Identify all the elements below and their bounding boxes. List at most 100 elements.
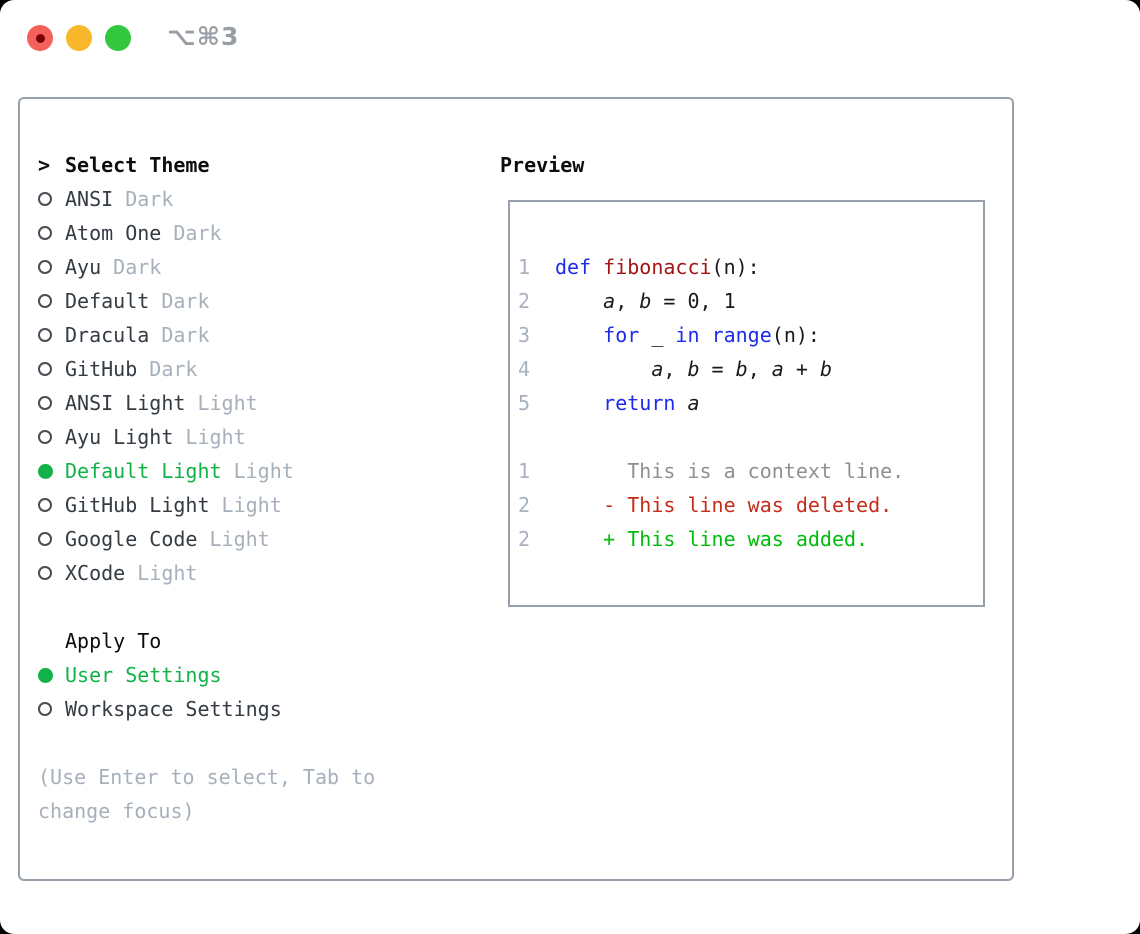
theme-variant: Dark <box>101 255 162 279</box>
code-token-plain: , <box>747 357 772 381</box>
code-token-plain: = <box>699 357 736 381</box>
code-token-plain <box>555 357 651 381</box>
theme-item-ansi[interactable]: ANSI Dark <box>38 182 375 216</box>
spacer-row <box>38 590 375 624</box>
code-token-variable: b <box>639 289 652 313</box>
code-token-plain <box>555 323 603 347</box>
code-token-variable: b <box>687 357 700 381</box>
theme-item-ayu[interactable]: Ayu Dark <box>38 250 375 284</box>
focus-cursor-cell: > <box>38 155 65 175</box>
theme-name: Ayu <box>65 255 102 279</box>
radio-icon <box>38 702 52 716</box>
theme-item-ayu-light[interactable]: Ayu Light Light <box>38 420 375 454</box>
theme-variant: Light <box>209 493 282 517</box>
theme-variant: Light <box>173 425 246 449</box>
code-token-variable: a <box>603 289 616 313</box>
radio-cell <box>38 396 65 410</box>
line-number: 4 <box>518 357 531 381</box>
theme-item-default-light[interactable]: Default Light Light <box>38 454 375 488</box>
code-token-variable: b <box>819 357 832 381</box>
diff-line-deleted: 2 - This line was deleted. <box>518 488 983 522</box>
line-number: 2 <box>518 289 531 313</box>
theme-item-ansi-light[interactable]: ANSI Light Light <box>38 386 375 420</box>
line-number: 1 <box>518 255 531 279</box>
radio-selected-icon <box>38 667 53 683</box>
traffic-light-close-button[interactable] <box>27 25 53 51</box>
theme-variant: Dark <box>149 289 210 313</box>
code-token-keyword: range <box>711 323 772 347</box>
theme-item-github[interactable]: GitHub Dark <box>38 352 375 386</box>
code-token-keyword: return <box>603 391 676 415</box>
theme-name: Default Light <box>65 459 222 483</box>
theme-item-github-light[interactable]: GitHub Light Light <box>38 488 375 522</box>
traffic-light-minimize-button[interactable] <box>66 25 92 51</box>
theme-item-dracula[interactable]: Dracula Dark <box>38 318 375 352</box>
theme-name: GitHub <box>65 357 138 381</box>
apply-option-label: User Settings <box>65 663 222 687</box>
theme-name: Ayu Light <box>65 425 174 449</box>
theme-item-xcode[interactable]: XCode Light <box>38 556 375 590</box>
theme-name: GitHub Light <box>65 493 210 517</box>
help-text-line-2: change focus) <box>38 799 195 823</box>
radio-icon <box>38 260 52 274</box>
code-token-plain <box>700 323 712 347</box>
radio-icon <box>38 566 52 580</box>
theme-variant: Dark <box>113 187 174 211</box>
apply-option-workspace-settings[interactable]: Workspace Settings <box>38 692 375 726</box>
radio-cell <box>38 498 65 512</box>
radio-cell <box>38 192 65 206</box>
radio-icon <box>38 328 52 342</box>
diff-line-added: 2 + This line was added. <box>518 522 983 556</box>
help-text-line-1: (Use Enter to select, Tab to <box>38 765 376 789</box>
blank-line <box>518 420 983 454</box>
code-token-plain: (n): <box>711 255 760 279</box>
code-token-keyword: def <box>555 255 592 279</box>
code-token-plain <box>555 391 603 415</box>
line-number: 1 <box>518 459 531 483</box>
radio-cell <box>38 430 65 444</box>
spacer-row <box>38 726 375 760</box>
keyboard-shortcut-label: ⌥⌘3 <box>167 22 240 51</box>
code-token-variable: a <box>651 357 664 381</box>
radio-cell <box>38 260 65 274</box>
radio-icon <box>38 294 52 308</box>
radio-icon <box>38 498 52 512</box>
focus-cursor-icon: > <box>38 153 51 177</box>
code-token-plain: + <box>783 357 820 381</box>
theme-name: Dracula <box>65 323 150 347</box>
radio-cell <box>38 328 65 342</box>
radio-icon <box>38 430 52 444</box>
theme-item-atom-one[interactable]: Atom One Dark <box>38 216 375 250</box>
radio-selected-icon <box>38 463 53 479</box>
diff-text: - This line was deleted. <box>555 493 893 517</box>
diff-text: + This line was added. <box>555 527 869 551</box>
apply-to-header-row: Apply To <box>38 624 375 658</box>
code-token-plain: , <box>663 357 688 381</box>
radio-icon <box>38 192 52 206</box>
record-dot-icon <box>35 33 45 43</box>
theme-item-default[interactable]: Default Dark <box>38 284 375 318</box>
diff-line-context: 1 This is a context line. <box>518 454 983 488</box>
theme-item-google-code[interactable]: Google Code Light <box>38 522 375 556</box>
select-theme-header-row: > Select Theme <box>38 148 375 182</box>
code-token-plain <box>555 289 603 313</box>
theme-variant: Dark <box>137 357 198 381</box>
radio-cell <box>38 532 65 546</box>
apply-option-user-settings[interactable]: User Settings <box>38 658 375 692</box>
code-line: 3 for _ in range(n): <box>518 318 983 352</box>
radio-icon <box>38 532 52 546</box>
traffic-light-zoom-button[interactable] <box>105 25 131 51</box>
radio-cell <box>38 362 65 376</box>
apply-to-heading: Apply To <box>65 629 162 653</box>
code-token-plain <box>675 391 687 415</box>
radio-icon <box>38 396 52 410</box>
preview-heading: Preview <box>500 153 585 177</box>
code-token-variable: b <box>735 357 748 381</box>
radio-icon <box>38 226 52 240</box>
code-line: 2 a, b = 0, 1 <box>518 284 983 318</box>
